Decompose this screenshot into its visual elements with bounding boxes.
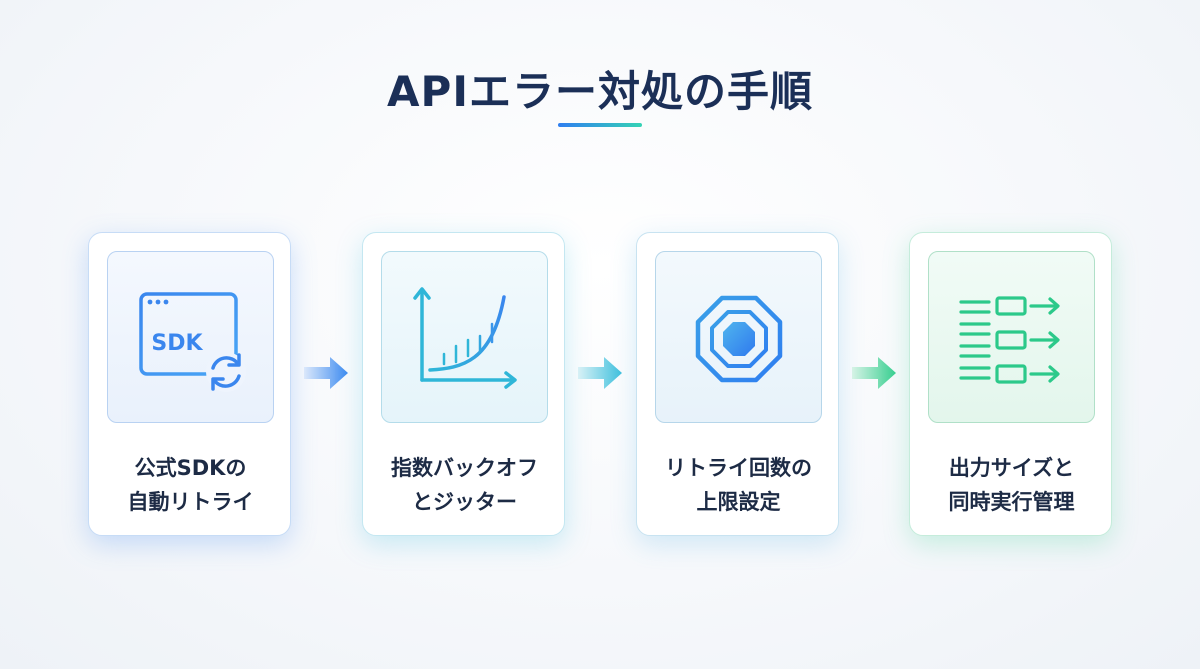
step-label: 公式SDKの 自動リトライ — [127, 456, 254, 514]
step-label: 出力サイズと 同時実行管理 — [948, 456, 1075, 514]
icon-box: SDK — [107, 251, 274, 423]
step-label: 指数バックオフ とジッター — [391, 456, 538, 514]
step-card-backoff: 指数バックオフ とジッター — [362, 232, 565, 536]
svg-text:SDK: SDK — [151, 331, 203, 356]
step-card-concurrency: 出力サイズと 同時実行管理 — [909, 232, 1112, 536]
arrow-right-icon — [300, 351, 352, 395]
icon-box — [928, 251, 1095, 423]
page-title: APIエラー対処の手順 — [387, 67, 813, 116]
icon-box — [381, 251, 548, 423]
arrow-right-icon — [574, 351, 626, 395]
list-boxes-arrows-icon — [959, 296, 1060, 384]
step-card-retry-limit: リトライ回数の 上限設定 — [636, 232, 839, 536]
icon-box — [655, 251, 822, 423]
step-card-sdk: SDK 公式SDKの 自動リトライ — [88, 232, 291, 536]
step-label: リトライ回数の 上限設定 — [665, 456, 812, 514]
sdk-window-refresh-icon: SDK — [139, 292, 246, 392]
exponential-curve-chart-icon — [413, 287, 517, 389]
arrow-right-icon — [848, 351, 900, 395]
stop-octagon-icon — [695, 295, 783, 383]
title-underline — [558, 123, 642, 127]
